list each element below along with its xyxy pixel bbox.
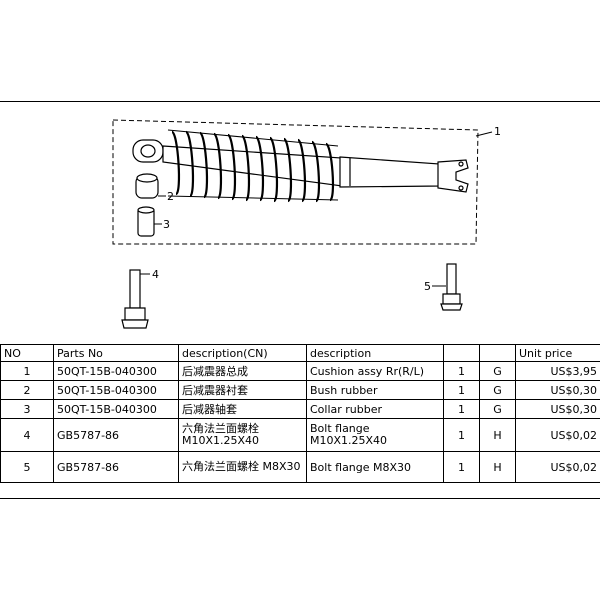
header-description-cn: description(CN) — [178, 344, 307, 362]
cell-qty: 1 — [443, 418, 480, 452]
cell-qty: 1 — [443, 380, 480, 400]
assembly-boundary — [112, 119, 479, 245]
cell-no: 5 — [0, 451, 54, 483]
callout-3: 3 — [163, 218, 170, 231]
cell-price: US$3,95 — [515, 361, 600, 381]
header-unit-price: Unit price — [515, 344, 600, 362]
cell-code: H — [479, 418, 516, 452]
shock-absorber-drawing — [132, 129, 469, 203]
parts-table: NO Parts No description(CN) description … — [0, 344, 600, 483]
cell-no: 2 — [0, 380, 54, 400]
cell-price: US$0,30 — [515, 380, 600, 400]
cell-desc-cn: 后减震器总成 — [178, 361, 307, 381]
cell-desc-cn: 后减震器衬套 — [178, 380, 307, 400]
cell-qty: 1 — [443, 451, 480, 483]
cell-part-no: 50QT-15B-040300 — [53, 380, 179, 400]
cell-code: H — [479, 451, 516, 483]
cell-code: G — [479, 361, 516, 381]
cell-no: 4 — [0, 418, 54, 452]
sheet-frame — [0, 101, 600, 499]
cell-qty: 1 — [443, 399, 480, 419]
table-row: 2 50QT-15B-040300 后减震器衬套 Bush rubber 1 G… — [0, 380, 600, 400]
exploded-parts-diagram: 1 2 3 4 5 — [112, 119, 501, 329]
table-row: 4 GB5787-86 六角法兰面螺栓 M10X1.25X40 Bolt fla… — [0, 418, 600, 452]
header-parts-no: Parts No — [53, 344, 179, 362]
cell-desc: Collar rubber — [306, 399, 444, 419]
cell-no: 1 — [0, 361, 54, 381]
cell-part-no: 50QT-15B-040300 — [53, 399, 179, 419]
cell-code: G — [479, 399, 516, 419]
bolt-m10-drawing — [121, 269, 149, 329]
cell-desc-cn: 后减器轴套 — [178, 399, 307, 419]
cell-part-no: GB5787-86 — [53, 451, 179, 483]
header-description: description — [306, 344, 444, 362]
cell-desc: Bush rubber — [306, 380, 444, 400]
bolt-m8-drawing — [440, 263, 463, 311]
table-row: 1 50QT-15B-040300 后减震器总成 Cushion assy Rr… — [0, 361, 600, 381]
header-qty — [443, 344, 480, 362]
cell-no: 3 — [0, 399, 54, 419]
cell-desc: Bolt flange M10X1.25X40 — [306, 418, 444, 452]
cell-desc-cn: 六角法兰面螺栓 M10X1.25X40 — [178, 418, 307, 452]
table-header-row: NO Parts No description(CN) description … — [0, 344, 600, 362]
header-code — [479, 344, 516, 362]
cell-desc-cn: 六角法兰面螺栓 M8X30 — [178, 451, 307, 483]
callout-1: 1 — [494, 125, 501, 138]
cell-part-no: 50QT-15B-040300 — [53, 361, 179, 381]
header-no: NO — [0, 344, 54, 362]
bush-rubber-drawing — [135, 173, 159, 199]
table-row: 3 50QT-15B-040300 后减器轴套 Collar rubber 1 … — [0, 399, 600, 419]
callout-2: 2 — [167, 190, 174, 203]
cell-part-no: GB5787-86 — [53, 418, 179, 452]
cell-price: US$0,02 — [515, 418, 600, 452]
table-row: 5 GB5787-86 六角法兰面螺栓 M8X30 Bolt flange M8… — [0, 451, 600, 483]
cell-desc: Cushion assy Rr(R/L) — [306, 361, 444, 381]
callout-4: 4 — [152, 268, 159, 281]
cell-code: G — [479, 380, 516, 400]
cell-price: US$0,30 — [515, 399, 600, 419]
callout-5: 5 — [424, 280, 431, 293]
cell-qty: 1 — [443, 361, 480, 381]
cell-price: US$0,02 — [515, 451, 600, 483]
cell-desc: Bolt flange M8X30 — [306, 451, 444, 483]
collar-drawing — [137, 206, 155, 237]
